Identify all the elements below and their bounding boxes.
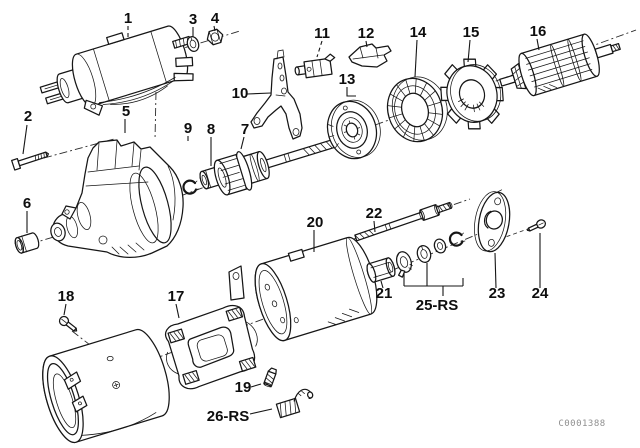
callout-15[interactable]: 15	[463, 24, 480, 41]
callout-20[interactable]: 20	[307, 214, 324, 231]
callout-5[interactable]: 5	[122, 103, 130, 120]
part-c-clip	[182, 179, 199, 195]
callout-18[interactable]: 18	[58, 288, 75, 305]
callout-26-rs[interactable]: 26-RS	[207, 408, 250, 425]
part-washer	[186, 36, 200, 52]
callout-11[interactable]: 11	[314, 25, 330, 42]
callout-labels: 1 2 3 4 5 6 7 8 9 10 11 12 13 14 15 16 1…	[23, 10, 549, 425]
callout-23[interactable]: 23	[489, 285, 506, 302]
part-field-winding	[386, 76, 448, 143]
callout-16[interactable]: 16	[530, 23, 547, 40]
callout-22[interactable]: 22	[366, 205, 383, 222]
callout-19[interactable]: 19	[235, 379, 252, 396]
part-pole-ring	[440, 58, 504, 130]
callout-12[interactable]: 12	[358, 25, 375, 42]
part-bushing-small	[14, 232, 40, 254]
part-through-bolt	[354, 201, 453, 242]
callout-17[interactable]: 17	[168, 288, 185, 305]
part-engaging-fork	[250, 49, 303, 140]
leader-lines	[22, 25, 541, 415]
part-solenoid	[39, 25, 194, 116]
callout-21[interactable]: 21	[376, 285, 393, 302]
part-brush-holder	[165, 265, 258, 390]
part-washer-set	[396, 231, 466, 278]
callout-24[interactable]: 24	[532, 285, 549, 302]
part-bracket	[348, 43, 392, 68]
parts	[11, 25, 621, 444]
part-end-plate	[474, 189, 511, 253]
callout-10[interactable]: 10	[232, 85, 249, 102]
callout-7[interactable]: 7	[241, 121, 249, 138]
part-armature	[499, 33, 621, 97]
part-guide-ring	[326, 99, 381, 160]
part-drive-pinion	[213, 137, 341, 196]
callout-8[interactable]: 8	[207, 121, 215, 138]
callout-25-rs[interactable]: 25-RS	[416, 297, 459, 314]
drawing-code: C0001388	[558, 419, 605, 429]
part-brush-spring	[263, 367, 277, 388]
callout-14[interactable]: 14	[410, 24, 427, 41]
part-bolt	[11, 151, 49, 171]
part-bushing-yoke	[366, 257, 396, 283]
callout-13[interactable]: 13	[339, 71, 356, 88]
part-screw-end	[526, 219, 547, 232]
callout-2[interactable]: 2	[24, 108, 32, 125]
part-carbon-brush	[275, 388, 314, 419]
part-nut	[206, 28, 224, 46]
callout-9[interactable]: 9	[184, 120, 192, 137]
callout-3[interactable]: 3	[189, 11, 197, 28]
callout-6[interactable]: 6	[23, 195, 31, 212]
callout-4[interactable]: 4	[211, 10, 220, 27]
callout-1[interactable]: 1	[124, 10, 132, 27]
part-yoke-drum	[254, 236, 378, 342]
part-drive-housing	[50, 139, 184, 258]
part-screw-small	[58, 315, 78, 332]
part-field-sleeve	[42, 328, 170, 444]
part-connector	[294, 53, 336, 79]
